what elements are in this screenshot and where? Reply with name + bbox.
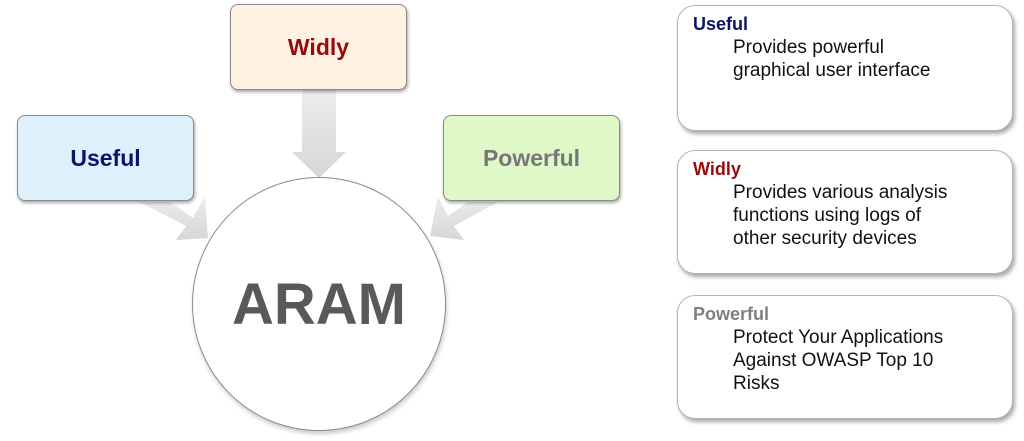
powerful-card: Powerful Protect Your Applications Again… — [677, 295, 1013, 419]
powerful-card-title: Powerful — [693, 304, 770, 324]
powerful-card-body: Protect Your Applications Against OWASP … — [733, 326, 1002, 395]
card-line: other security devices — [733, 228, 917, 249]
card-line: Protect Your Applications — [733, 327, 944, 348]
card-line: Against OWASP Top 10 — [733, 350, 934, 371]
powerful-box: Powerful — [443, 115, 620, 201]
aram-circle: ARAM — [192, 177, 446, 431]
widly-card-title: Widly — [693, 159, 741, 179]
arrow-widly-to-center — [292, 90, 346, 178]
card-line: Provides powerful — [733, 37, 885, 58]
widly-box-label: Widly — [287, 33, 350, 60]
card-line: Provides various analysis — [733, 182, 948, 203]
card-line: functions using logs of — [733, 205, 922, 226]
widly-box: Widly — [230, 4, 407, 90]
card-line: Risks — [733, 373, 780, 394]
aram-label: ARAM — [232, 271, 406, 337]
powerful-box-label: Powerful — [482, 144, 581, 171]
useful-card-title: Useful — [693, 14, 749, 34]
useful-box: Useful — [17, 115, 194, 201]
widly-card-body: Provides various analysis functions usin… — [733, 181, 1002, 250]
useful-box-label: Useful — [70, 144, 141, 171]
widly-card: Widly Provides various analysis function… — [677, 150, 1013, 274]
card-line: graphical user interface — [733, 60, 931, 81]
useful-card: Useful Provides powerful graphical user … — [677, 5, 1013, 131]
arrow-useful-to-center — [140, 196, 208, 240]
arrow-powerful-to-center — [430, 196, 498, 240]
useful-card-body: Provides powerful graphical user interfa… — [733, 36, 1002, 82]
